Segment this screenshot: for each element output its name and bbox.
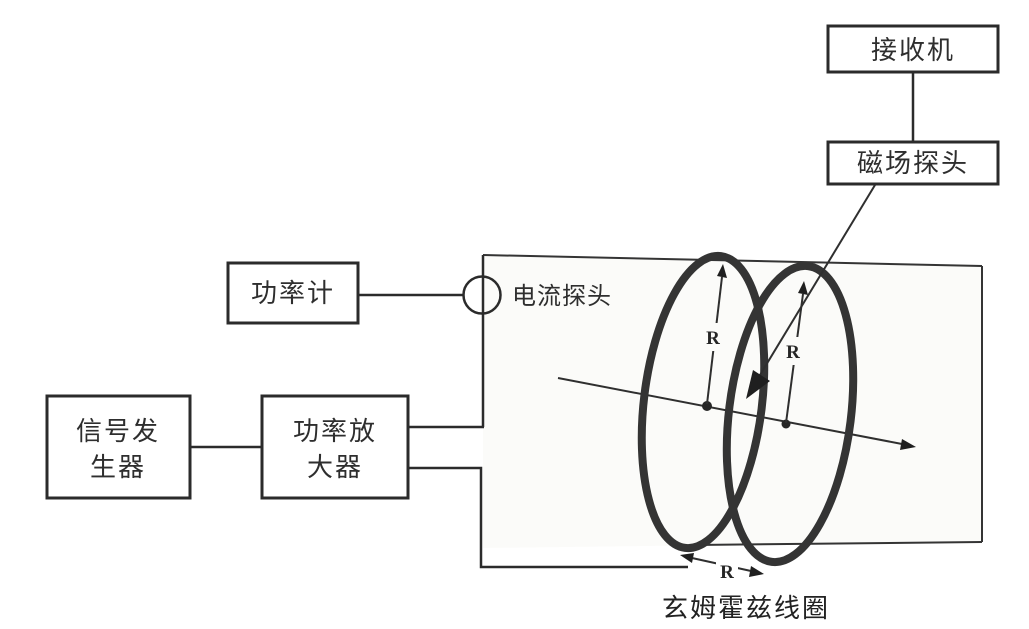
signal-generator-box-rect	[45, 394, 192, 500]
field-probe-label: 磁场探头	[857, 148, 969, 178]
inset-bottom-edge	[694, 541, 983, 546]
power-amplifier-label-line1: 功率放	[293, 416, 377, 446]
power-meter-label: 功率计	[251, 278, 335, 308]
probe-pointer-line	[759, 184, 876, 376]
receiver-box-rect	[826, 24, 1000, 74]
signal-generator-box: 信号发 生器	[45, 394, 192, 500]
radius-arrow-left-head-icon	[717, 264, 727, 278]
radius-left-label-bg	[701, 323, 725, 351]
radius-arrow-right-head-icon	[798, 281, 808, 295]
helmholtz-coil-left	[637, 251, 769, 553]
power-meter-box: 功率计	[226, 261, 360, 325]
coil-spacing-label: R	[720, 562, 734, 583]
current-probe-label: 电流探头	[512, 283, 612, 310]
power-meter-box-rect	[226, 261, 360, 325]
coil-spacing-arrow-right-head-icon	[749, 566, 764, 577]
probe-pointer-arrowhead-icon	[746, 370, 770, 399]
radius-right-label-bg	[781, 337, 805, 365]
power-amplifier-box-rect	[260, 394, 410, 500]
coil-spacing-arrow-left-head-icon	[680, 553, 694, 563]
wire-amplifier-output-bottom	[408, 466, 688, 569]
radius-right-label: R	[786, 342, 800, 363]
right-coil-center-dot	[781, 419, 791, 429]
field-probe-box-rect	[826, 140, 1000, 186]
coil-axis-arrowhead-icon	[900, 439, 916, 450]
signal-generator-label-line1: 信号发	[76, 416, 160, 446]
receiver-box: 接收机	[826, 24, 1000, 74]
coil-caption: 玄姆霍兹线圈	[662, 593, 830, 623]
signal-generator-label-line2: 生器	[90, 452, 146, 482]
power-amplifier-label-line2: 大器	[307, 452, 363, 482]
power-amplifier-box: 功率放 大器	[260, 394, 410, 500]
field-probe-box: 磁场探头	[826, 140, 1000, 186]
receiver-label: 接收机	[871, 35, 955, 65]
coil-spacing-label-bg	[716, 559, 738, 584]
helmholtz-coil-right	[722, 261, 858, 567]
current-probe-circle	[462, 275, 502, 315]
radius-left-label: R	[706, 328, 720, 349]
left-coil-center-dot	[702, 401, 712, 411]
